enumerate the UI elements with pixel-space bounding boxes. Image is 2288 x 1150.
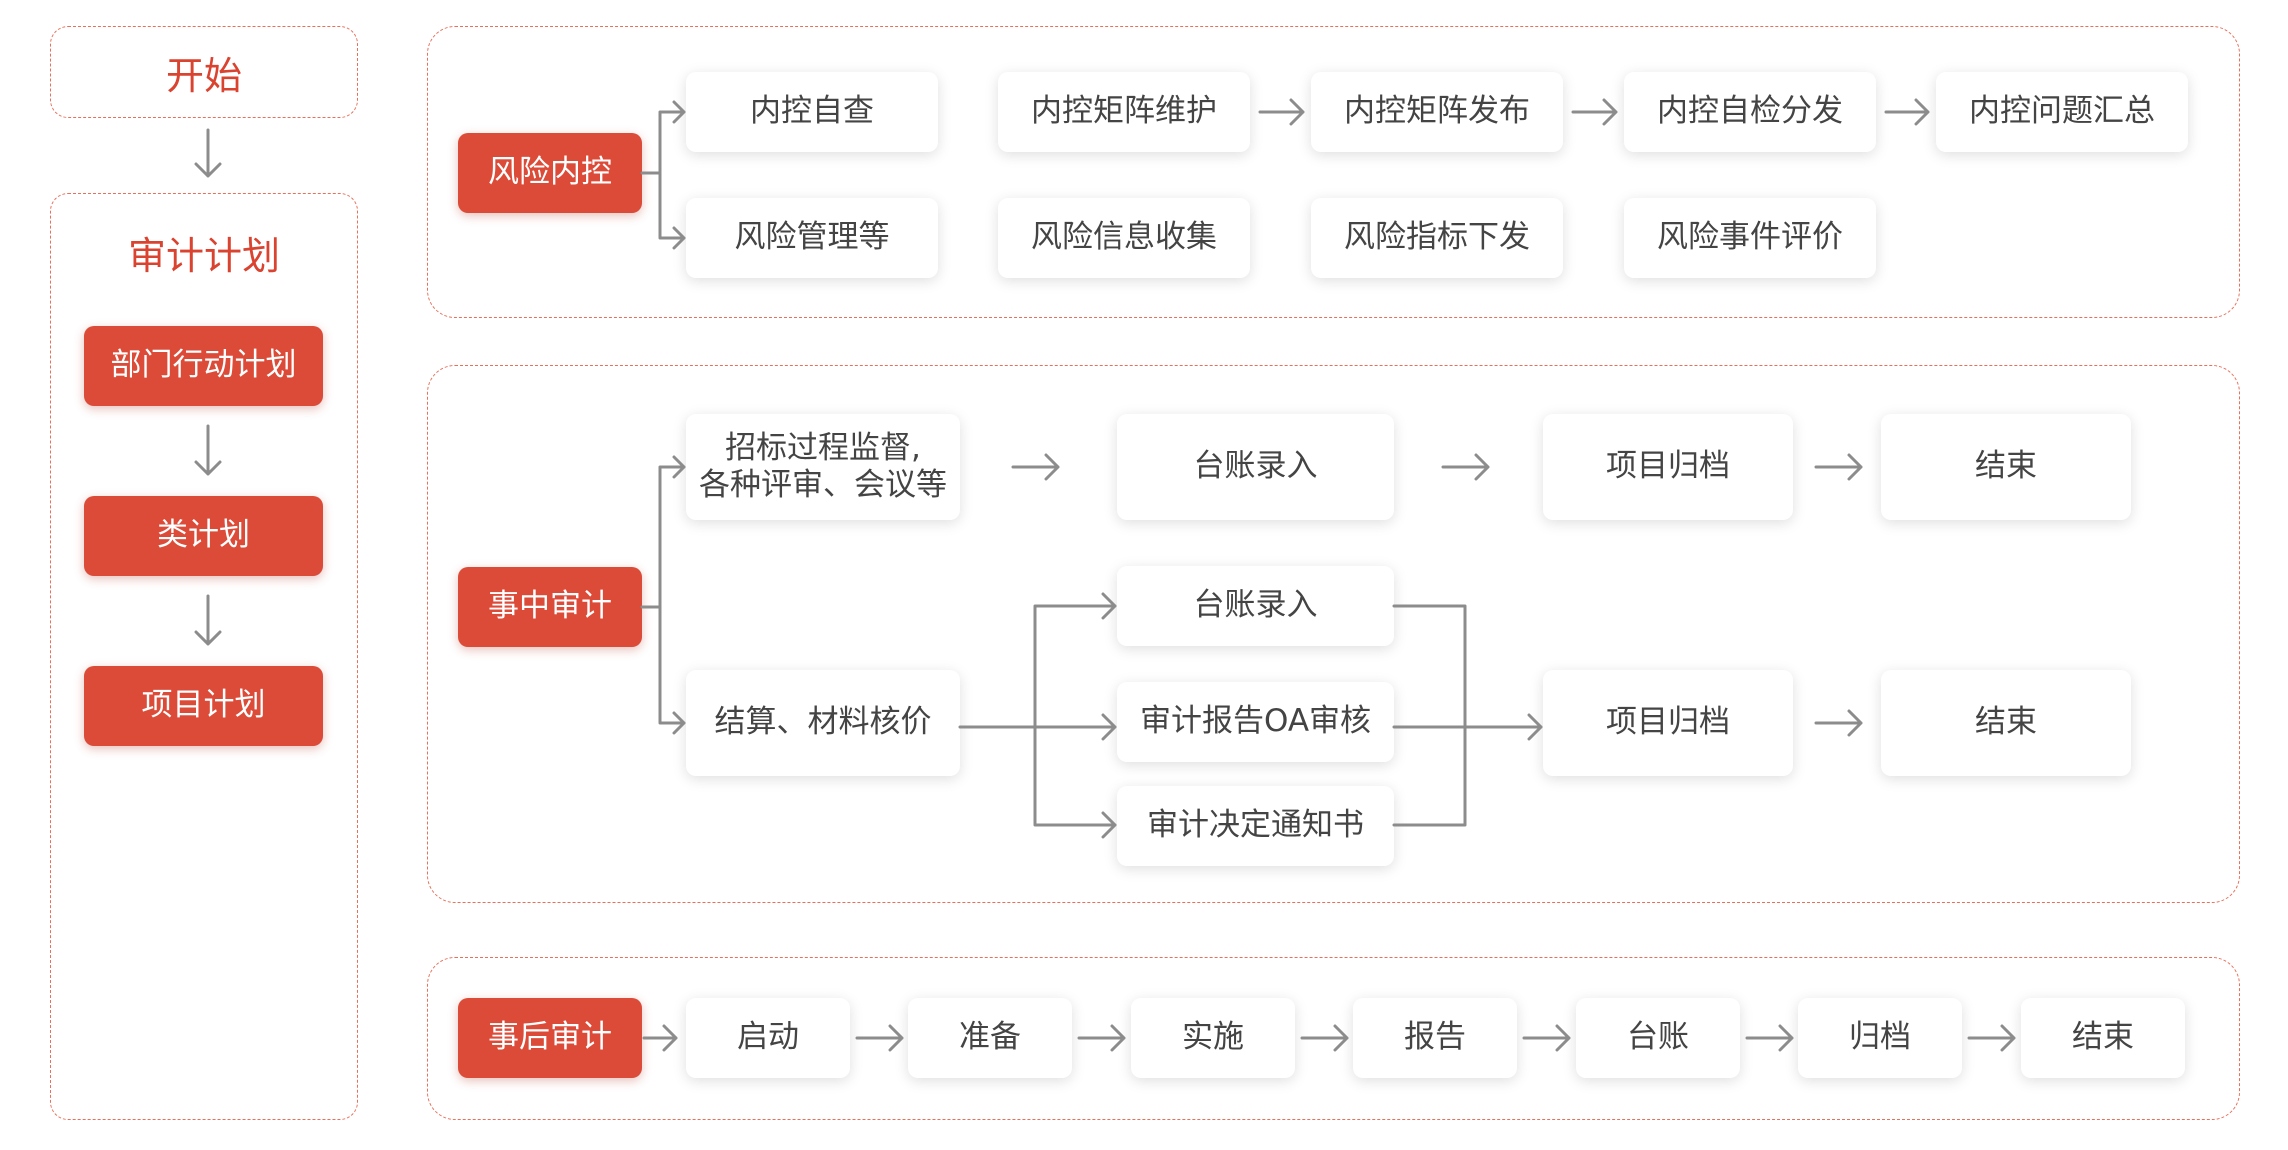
risk-row2-node-1: 风险管理等 <box>686 198 938 278</box>
post-step-end: 结束 <box>2021 998 2185 1078</box>
risk-row2-node-3: 风险指标下发 <box>1311 198 1563 278</box>
risk-row2-node-4: 风险事件评价 <box>1624 198 1876 278</box>
audit-plan-title: 审计计划 <box>127 233 280 278</box>
post-step-archive: 归档 <box>1798 998 1962 1078</box>
risk-row2-node-2: 风险信息收集 <box>998 198 1250 278</box>
risk-row1-node-4: 内控自检分发 <box>1624 72 1876 152</box>
top-ledger-entry-node: 台账录入 <box>1117 414 1394 520</box>
settlement-pricing-node: 结算、材料核价 <box>686 670 960 776</box>
start-label: 开始 <box>165 53 242 98</box>
audit-decision-notice-node: 审计决定通知书 <box>1117 786 1394 866</box>
post-step-report: 报告 <box>1353 998 1517 1078</box>
start-group <box>50 26 358 118</box>
dept-action-plan-node: 部门行动计划 <box>84 326 323 406</box>
project-plan-node: 项目计划 <box>84 666 323 746</box>
bottom-end-node: 结束 <box>1881 670 2131 776</box>
post-step-ledger: 台账 <box>1576 998 1740 1078</box>
category-plan-node: 类计划 <box>84 496 323 576</box>
post-step-prepare: 准备 <box>908 998 1072 1078</box>
bid-supervision-node: 招标过程监督, 各种评审、会议等 <box>686 414 960 520</box>
start-to-plan-arrow <box>194 128 222 178</box>
post-step-implement: 实施 <box>1131 998 1295 1078</box>
risk-row1-node-3: 内控矩阵发布 <box>1311 72 1563 152</box>
post-audit-label: 事后审计 <box>458 998 642 1078</box>
oa-review-node: 审计报告OA审核 <box>1117 682 1394 762</box>
in-process-audit-label: 事中审计 <box>458 567 642 647</box>
top-project-archive-node: 项目归档 <box>1543 414 1793 520</box>
top-end-node: 结束 <box>1881 414 2131 520</box>
risk-row1-node-5: 内控问题汇总 <box>1936 72 2188 152</box>
post-step-start: 启动 <box>686 998 850 1078</box>
risk-row1-node-2: 内控矩阵维护 <box>998 72 1250 152</box>
bottom-project-archive-node: 项目归档 <box>1543 670 1793 776</box>
risk-control-label: 风险内控 <box>458 133 642 213</box>
risk-row1-node-1: 内控自查 <box>686 72 938 152</box>
bottom-ledger-entry-node: 台账录入 <box>1117 566 1394 646</box>
